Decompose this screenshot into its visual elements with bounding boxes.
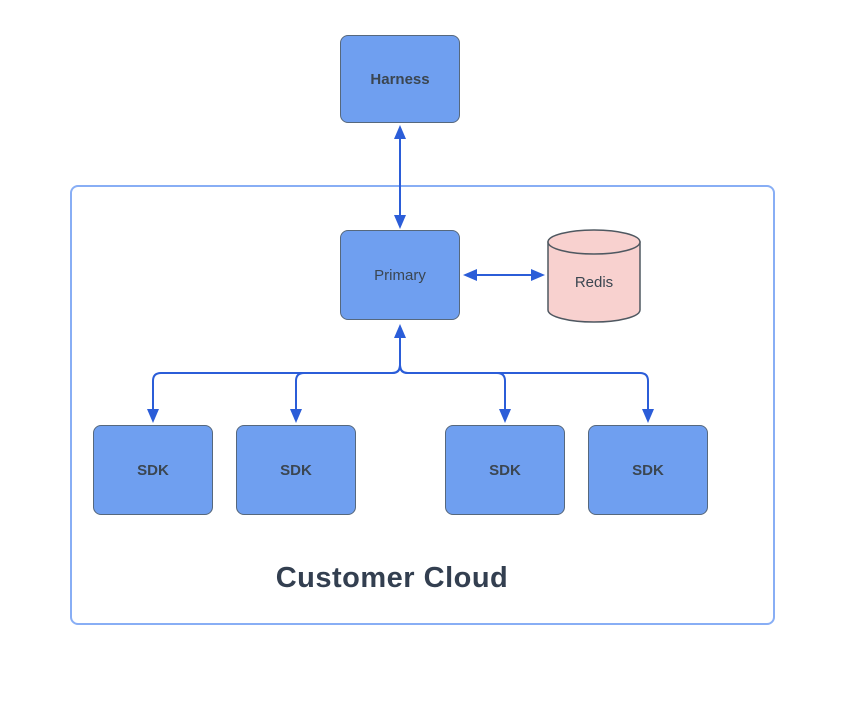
customer-cloud-container — [70, 185, 775, 625]
sdk-node-4: SDK — [588, 425, 708, 515]
sdk-node-1: SDK — [93, 425, 213, 515]
sdk-node-2: SDK — [236, 425, 356, 515]
sdk-label: SDK — [280, 461, 312, 479]
customer-cloud-label: Customer Cloud — [275, 562, 509, 594]
primary-node: Primary — [340, 230, 460, 320]
primary-label: Primary — [374, 266, 426, 284]
redis-label: Redis — [574, 273, 614, 291]
redis-node-label: Redis — [548, 271, 640, 293]
harness-label: Harness — [370, 70, 430, 88]
sdk-label: SDK — [632, 461, 664, 479]
harness-node: Harness — [340, 35, 460, 123]
sdk-label: SDK — [137, 461, 169, 479]
sdk-node-3: SDK — [445, 425, 565, 515]
sdk-label: SDK — [489, 461, 521, 479]
